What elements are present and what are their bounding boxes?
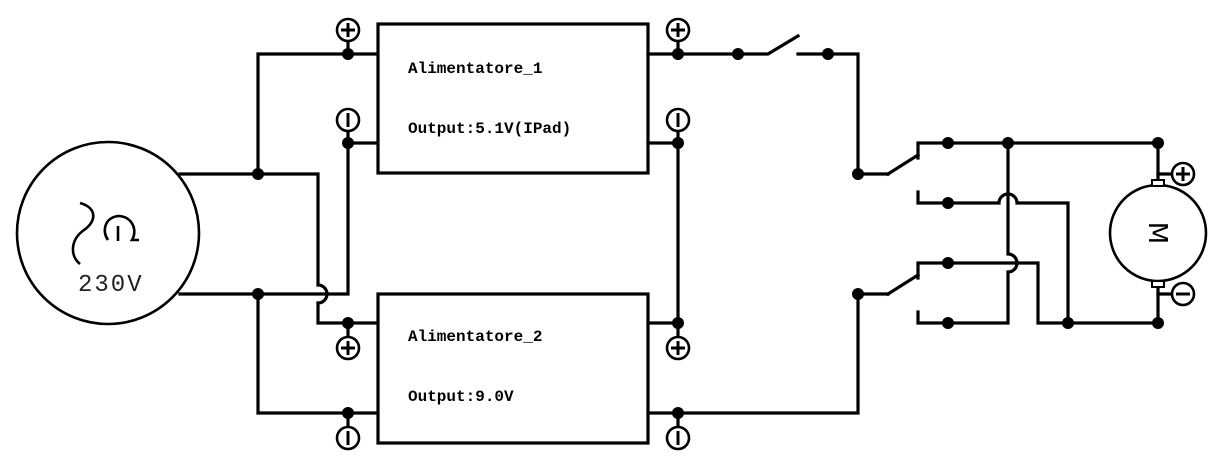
- switch-contact-upper-lower: [916, 190, 950, 205]
- power-supply-output: Output:9.0V: [408, 388, 514, 406]
- spst-switch[interactable]: [760, 30, 804, 60]
- junction-dot: [852, 168, 864, 180]
- motor: M: [1108, 161, 1208, 307]
- junction-dot: [252, 168, 264, 180]
- plus-terminal-icon: [1170, 161, 1196, 187]
- wire-gen-bottom-to-ps1-minus: [178, 141, 380, 296]
- output-wiring: [646, 17, 890, 451]
- wire-to-ps2-minus: [256, 292, 380, 415]
- power-supply-box: [376, 292, 650, 445]
- plus-terminal-icon: [335, 17, 361, 43]
- wire-to-ps1-plus: [256, 52, 380, 176]
- input-wiring: [178, 17, 380, 451]
- minus-terminal-icon: [1170, 281, 1196, 307]
- power-supply-1: Alimentatore_1 Output:5.1V(IPad): [376, 22, 650, 175]
- ac-wave-icon: [71, 201, 95, 266]
- minus-terminal-icon: [665, 107, 691, 133]
- wire-switch-to-dpdt-top: [796, 52, 890, 176]
- minus-terminal-icon: [665, 425, 691, 451]
- dpdt-switch[interactable]: [885, 137, 954, 329]
- generator-voltage-label: 230V: [78, 272, 144, 299]
- wire-ps2-minus-to-dpdt-bottom: [646, 292, 890, 415]
- junction-dot: [252, 288, 264, 300]
- generator-circle: [15, 140, 201, 326]
- junction-dot: [1152, 317, 1164, 329]
- power-supply-box: [376, 22, 650, 175]
- power-supply-name: Alimentatore_2: [408, 328, 542, 346]
- switch-contact-lower-lower: [916, 310, 950, 325]
- reversing-wiring: [946, 137, 1164, 329]
- junction-dot: [1002, 137, 1014, 149]
- switch-contact-dot: [732, 48, 744, 60]
- motor-terminal-top: [1151, 179, 1165, 187]
- minus-terminal-icon: [335, 425, 361, 451]
- power-supply-output: Output:5.1V(IPad): [408, 120, 571, 138]
- power-supply-name: Alimentatore_1: [408, 60, 542, 78]
- wire-cross-link-1: [946, 141, 1019, 325]
- switch-hitbox[interactable]: [760, 30, 804, 60]
- generator-symbol-icon: [103, 214, 139, 242]
- plus-terminal-icon: [665, 17, 691, 43]
- generator: 230V: [15, 140, 201, 326]
- wire-ps1-minus-ps2-plus: [646, 141, 680, 325]
- junction-dot: [1062, 317, 1074, 329]
- minus-terminal-icon: [335, 107, 361, 133]
- motor-symbol-label: M: [1142, 222, 1172, 244]
- power-supply-2: Alimentatore_2 Output:9.0V: [376, 292, 650, 445]
- junction-dot: [1152, 137, 1164, 149]
- plus-terminal-icon: [665, 335, 691, 361]
- wire-cross-link-2: [946, 192, 1070, 325]
- switch-lever-lower: [885, 261, 950, 297]
- switch-lever-upper: [885, 141, 950, 177]
- plus-terminal-icon: [335, 335, 361, 361]
- wire-ps1-plus-out: [646, 33, 801, 56]
- wire-to-motor-plus: [946, 141, 1160, 182]
- switch-contact-dot: [822, 48, 834, 60]
- junction-dot: [852, 288, 864, 300]
- wire-to-motor-minus: [946, 261, 1160, 325]
- motor-terminal-bottom: [1151, 280, 1165, 288]
